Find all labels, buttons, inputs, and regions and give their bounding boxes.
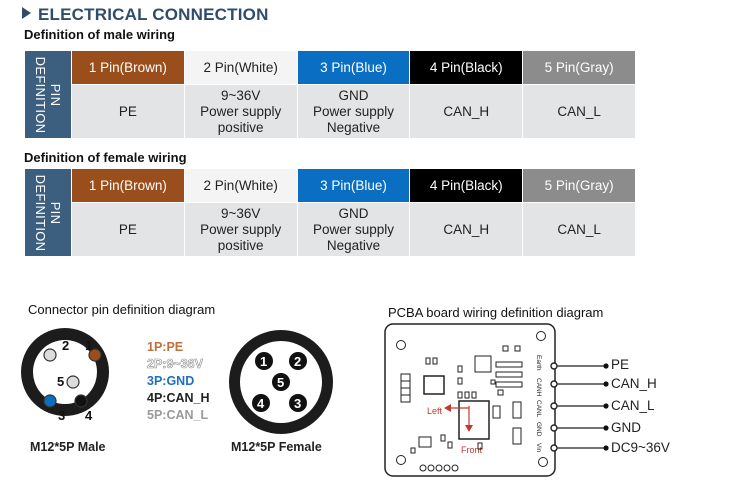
female-connector-diagram: 1 2 5 4 3 bbox=[229, 330, 333, 434]
legend-item-2: 2P:9~36V bbox=[147, 357, 204, 372]
value-pin-1: PE bbox=[71, 84, 185, 139]
value-pin-1: PE bbox=[71, 202, 185, 257]
board-pin-canl: CANL bbox=[535, 400, 542, 418]
female-connector-label: M12*5P Female bbox=[231, 440, 322, 454]
header-pin-3: 3 Pin(Blue) bbox=[296, 50, 411, 85]
male-pin-label-1: 1 bbox=[85, 338, 92, 353]
female-pin-label-3: 3 bbox=[294, 396, 301, 411]
left-direction-label: Left bbox=[427, 406, 443, 416]
connector-diagram-caption: Connector pin definition diagram bbox=[28, 302, 216, 317]
wiring-lines bbox=[557, 363, 609, 451]
male-pin-label-2: 2 bbox=[62, 338, 69, 353]
mount-hole-icon bbox=[396, 340, 406, 350]
female-pin-5 bbox=[272, 373, 290, 391]
female-pin-label-4: 4 bbox=[257, 396, 265, 411]
male-pin-label-4: 4 bbox=[85, 408, 93, 423]
header-pin-4: 4 Pin(Black) bbox=[409, 168, 524, 203]
signal-dc: DC9~36V bbox=[611, 440, 670, 455]
pcba-sensor-chip bbox=[458, 400, 490, 440]
signal-gnd: GND bbox=[611, 420, 641, 435]
pcba-board-diagram: Left Front Earth CANH CANL GND Vin bbox=[384, 323, 558, 477]
signal-can-l: CAN_L bbox=[611, 398, 655, 413]
mount-hole-icon bbox=[396, 455, 406, 465]
board-pin-gnd: GND bbox=[535, 422, 542, 437]
pcba-chip bbox=[474, 355, 492, 373]
male-connector-label: M12*5P Male bbox=[30, 440, 106, 454]
legend-item-1: 1P:PE bbox=[147, 340, 184, 354]
legend-item-4: 4P:CAN_H bbox=[147, 391, 210, 405]
female-pin-4 bbox=[252, 394, 270, 412]
signal-pe: PE bbox=[611, 357, 630, 372]
pcba-chip bbox=[423, 375, 445, 395]
header-pin-4: 4 Pin(Black) bbox=[409, 50, 524, 85]
female-pin-3 bbox=[289, 394, 307, 412]
pin-legend: 1P:PE 2P:9~36V 3P:GND 4P:CAN_H 5P:CAN_L bbox=[147, 339, 210, 424]
value-pin-4: CAN_H bbox=[409, 202, 524, 257]
female-pin-label-2: 2 bbox=[294, 354, 301, 369]
mount-hole-icon bbox=[538, 457, 548, 467]
board-pin-canh: CANH bbox=[535, 378, 542, 397]
male-pin-3 bbox=[43, 394, 57, 408]
female-pin-2 bbox=[289, 352, 307, 370]
legend-item-5: 5P:CAN_L bbox=[147, 408, 209, 422]
header-pin-5: 5 Pin(Gray) bbox=[522, 168, 636, 203]
front-direction-label: Front bbox=[461, 445, 483, 455]
triangle-bullet-icon bbox=[22, 7, 31, 19]
male-connector-diagram: 2 1 5 3 4 bbox=[21, 328, 109, 423]
value-pin-4: CAN_H bbox=[409, 84, 524, 139]
header-pin-3: 3 Pin(Blue) bbox=[296, 168, 411, 203]
board-pin-vin: Vin bbox=[535, 443, 542, 453]
value-pin-5: CAN_L bbox=[522, 202, 636, 257]
section-title: ELECTRICAL CONNECTION bbox=[22, 5, 269, 25]
header-pin-2: 2 Pin(White) bbox=[183, 50, 298, 85]
male-pin-label-5: 5 bbox=[57, 374, 64, 389]
section-title-text: ELECTRICAL CONNECTION bbox=[38, 5, 269, 24]
female-pin-1 bbox=[255, 352, 273, 370]
signal-can-h: CAN_H bbox=[611, 376, 657, 391]
female-pin-label-1: 1 bbox=[260, 354, 267, 369]
female-table-subtitle: Definition of female wiring bbox=[24, 150, 187, 165]
mount-hole-icon bbox=[536, 331, 546, 341]
male-pin-5 bbox=[66, 375, 80, 389]
header-pin-1: 1 Pin(Brown) bbox=[71, 50, 185, 85]
legend-item-3: 3P:GND bbox=[147, 374, 195, 388]
male-pin-label-3: 3 bbox=[58, 408, 65, 423]
value-pin-5: CAN_L bbox=[522, 84, 636, 139]
male-table-subtitle: Definition of male wiring bbox=[24, 27, 175, 42]
pcba-diagram-caption: PCBA board wiring definition diagram bbox=[388, 305, 604, 320]
male-pin-2 bbox=[43, 348, 57, 362]
header-pin-1: 1 Pin(Brown) bbox=[71, 168, 185, 203]
header-pin-5: 5 Pin(Gray) bbox=[522, 50, 636, 85]
male-pin-4 bbox=[74, 394, 88, 408]
header-pin-2: 2 Pin(White) bbox=[183, 168, 298, 203]
board-pin-earth: Earth bbox=[535, 355, 542, 371]
male-pin-1 bbox=[88, 348, 102, 362]
female-pin-label-5: 5 bbox=[277, 375, 284, 390]
